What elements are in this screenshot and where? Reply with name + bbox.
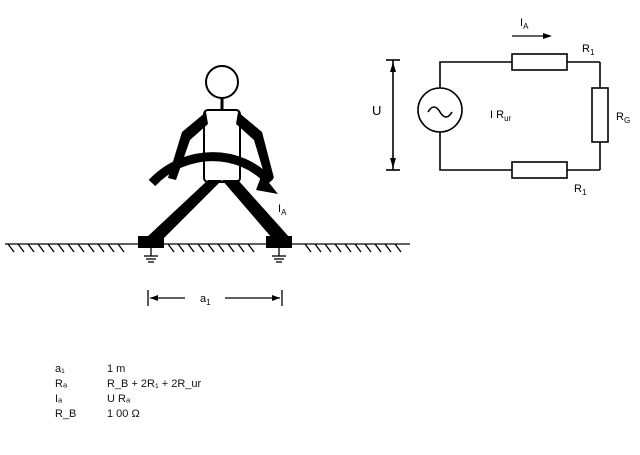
right-leg-shape: [222, 180, 290, 238]
current-label: IA: [278, 203, 287, 217]
resistor-bottom-label: R1: [574, 183, 587, 197]
legend-value: 1 00 Ω: [107, 408, 140, 420]
earth-symbol-right: [272, 248, 286, 263]
torso-shape: [203, 109, 241, 183]
distance-dimension: [147, 290, 283, 306]
resistor-top-label: R1: [582, 43, 595, 57]
resistor-right: [591, 87, 609, 143]
legend-value: R_B + 2R₁ + 2R_ur: [107, 378, 202, 390]
current-arc-arrow: [148, 152, 278, 194]
equivalent-circuit: [386, 53, 609, 179]
legend-symbol: a₁: [55, 363, 65, 375]
earth-symbol-left: [144, 248, 158, 263]
right-arm-shape: [236, 112, 274, 180]
legend-row: Rₐ R_B + 2R₁ + 2R_ur: [55, 377, 385, 392]
voltage-label: U: [372, 103, 381, 118]
formula-legend: a₁ 1 m Rₐ R_B + 2R₁ + 2R_ur Iₐ U Rₐ R_B …: [55, 362, 385, 422]
legend-symbol: R_B: [55, 408, 77, 420]
ac-source-symbol: [417, 87, 463, 133]
resistor-top: [511, 53, 568, 71]
legend-value: U Rₐ: [107, 393, 131, 405]
resistor-right-label: RG: [616, 111, 630, 125]
left-foot-shape: [138, 236, 164, 248]
legend-symbol: Iₐ: [55, 393, 63, 405]
legend-symbol: Rₐ: [55, 378, 68, 390]
legend-row: a₁ 1 m: [55, 362, 385, 377]
legend-row: R_B 1 00 Ω: [55, 407, 385, 422]
right-foot-shape: [266, 236, 292, 248]
resistor-bottom: [511, 161, 568, 179]
circuit-current-label: IA: [520, 17, 529, 31]
legend-value: 1 m: [107, 363, 126, 375]
person-figure: [138, 65, 292, 248]
left-leg-shape: [146, 180, 222, 238]
legend-row: Iₐ U Rₐ: [55, 392, 385, 407]
ground-surface: [5, 243, 410, 253]
center-label: I Rur: [490, 109, 512, 123]
head-shape: [205, 65, 239, 99]
circuit-arrows: [390, 33, 552, 168]
distance-label: a1: [200, 293, 211, 307]
